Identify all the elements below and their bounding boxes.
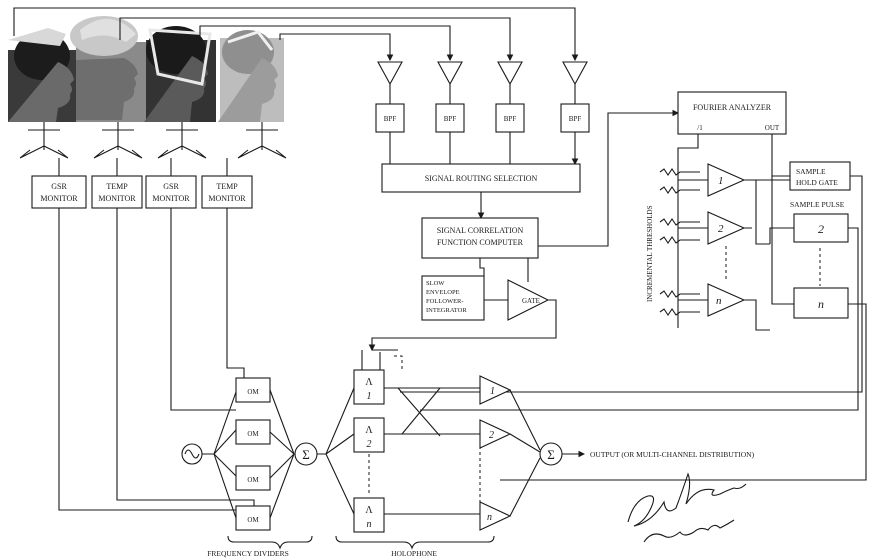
monitor-label-1b: MONITOR	[40, 194, 78, 203]
monitor-label-2b: MONITOR	[98, 194, 136, 203]
correlation-label-1: SIGNAL CORRELATION	[437, 226, 524, 235]
monitor-label-2a: TEMP	[106, 182, 128, 191]
holophone-num-1: 1	[367, 391, 372, 402]
holophone-boxes: Λ 1 Λ 2 Λ n	[354, 350, 480, 532]
monitor-label-4a: TEMP	[216, 182, 238, 191]
output-amp-2: 2	[489, 430, 494, 441]
monitor-label-4b: MONITOR	[208, 194, 246, 203]
om-label-2: OM	[247, 430, 259, 438]
oscillator-fanout	[202, 392, 236, 518]
bpf-to-routing	[390, 132, 575, 164]
sample-pulse-label: SAMPLE PULSE	[790, 200, 845, 209]
signature	[628, 474, 746, 542]
om-boxes: OM OM OM OM	[236, 378, 270, 530]
sample-hold-label-1: SAMPLE	[796, 167, 826, 176]
bpf-label-4: BPF	[569, 115, 582, 123]
output-amplifiers: 1 2 n	[480, 376, 510, 530]
envelope-label-3: FOLLOWER-	[426, 298, 464, 305]
fourier-title: FOURIER ANALYZER	[693, 103, 772, 112]
monitor-box-1: GSR MONITOR	[32, 176, 86, 208]
svg-text:Σ: Σ	[547, 447, 555, 462]
threshold-amp-1: 1	[718, 175, 724, 187]
monitor-box-4: TEMP MONITOR	[202, 176, 252, 208]
signal-routing-label: SIGNAL ROUTING SELECTION	[425, 174, 538, 183]
svg-text:Σ: Σ	[302, 447, 310, 462]
fourier-out-label: OUT	[765, 124, 780, 132]
correlation-box: SIGNAL CORRELATION FUNCTION COMPUTER	[422, 218, 538, 258]
output-amp-n: n	[487, 512, 492, 523]
hold-box-2-label: 2	[818, 222, 824, 236]
thresholds-label: INCREMENTAL THRESHOLDS	[646, 205, 654, 302]
holophone-label: HOLOPHONE	[391, 549, 437, 558]
holophone-brace	[336, 536, 494, 548]
bpf-amplifiers	[378, 62, 587, 104]
holophone-to-amps	[384, 388, 480, 514]
gate-label: GATE	[522, 297, 540, 305]
output-amp-1: 1	[490, 386, 495, 397]
bpf-label-2: BPF	[444, 115, 457, 123]
monitor-label-1a: GSR	[51, 182, 67, 191]
sample-hold-boxes: SAMPLE HOLD GATE SAMPLE PULSE 2 n	[790, 162, 850, 318]
freq-dividers-label: FREQUENCY DIVIDERS	[207, 549, 289, 558]
hold-box-n-label: n	[818, 297, 824, 311]
holophone-num-n: n	[367, 519, 372, 530]
threshold-amp-2: 2	[718, 223, 724, 235]
sum-to-holophone	[317, 388, 354, 514]
envelope-label-4: INTEGRATOR	[426, 307, 467, 314]
head-4	[218, 30, 284, 122]
envelope-label-2: ENVELOPE	[426, 289, 460, 296]
fourier-analyzer-box: FOURIER ANALYZER /1 OUT	[678, 92, 786, 134]
sample-hold-label-2: HOLD GATE	[796, 178, 838, 187]
holophone-sym-n: Λ	[365, 505, 373, 516]
bpf-label-3: BPF	[504, 115, 517, 123]
monitor-label-3b: MONITOR	[152, 194, 190, 203]
correlation-label-2: FUNCTION COMPUTER	[437, 238, 524, 247]
head-3	[144, 26, 216, 122]
summing-junction-2: Σ	[540, 443, 562, 465]
amps-to-sum	[510, 390, 540, 516]
gate-amplifier: GATE	[508, 280, 548, 320]
bpf-label-1: BPF	[384, 115, 397, 123]
om-label-3: OM	[247, 476, 259, 484]
oscillator-symbol	[182, 444, 202, 464]
threshold-amp-n: n	[716, 295, 722, 307]
holophone-sym-1: Λ	[365, 377, 373, 388]
summing-junction-1: Σ	[295, 443, 317, 465]
monitor-label-3a: GSR	[163, 182, 179, 191]
fourier-out-lines	[744, 134, 794, 304]
om-label-4: OM	[247, 516, 259, 524]
envelope-follower-box: SLOW ENVELOPE FOLLOWER- INTEGRATOR	[422, 276, 484, 320]
om-label-1: OM	[247, 388, 259, 396]
monitor-input-lines	[59, 158, 227, 176]
head-1	[8, 28, 82, 122]
om-to-sum-lines	[270, 390, 294, 518]
bpf-boxes: BPF BPF BPF BPF	[376, 104, 589, 132]
electrode-symbols	[20, 122, 286, 158]
holophone-sym-2: Λ	[365, 425, 373, 436]
monitor-box-3: GSR MONITOR	[146, 176, 196, 208]
envelope-label-1: SLOW	[426, 280, 445, 287]
freq-dividers-brace	[228, 536, 312, 548]
fourier-in-label: /1	[697, 124, 703, 132]
holophone-num-2: 2	[367, 439, 372, 450]
monitor-box-2: TEMP MONITOR	[92, 176, 142, 208]
head-2	[70, 16, 146, 122]
signal-routing-box: SIGNAL ROUTING SELECTION	[382, 164, 580, 192]
output-label: OUTPUT (OR MULTI-CHANNEL DISTRIBUTION)	[590, 450, 755, 459]
